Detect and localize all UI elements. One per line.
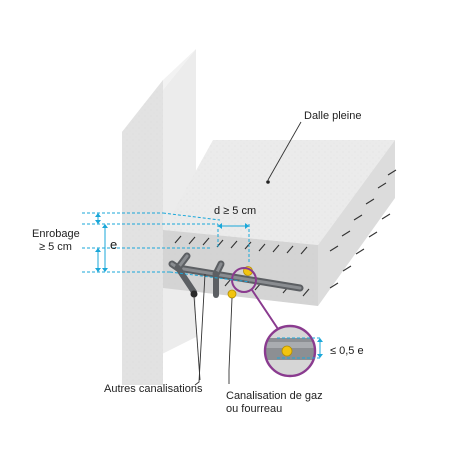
label-e: e: [110, 237, 117, 252]
label-gaz-1: Canalisation de gaz: [226, 390, 323, 402]
callout-detail: [263, 324, 317, 378]
label-enrobage-2: ≥ 5 cm: [39, 241, 72, 253]
rebar-hatch: [174, 235, 310, 297]
slab-pointer-dot: [266, 180, 270, 184]
label-distance: d ≥ 5 cm: [214, 205, 256, 217]
dimension-lines: [82, 212, 251, 283]
label-max-depth: ≤ 0,5 e: [330, 345, 364, 357]
callout-dimension: [277, 337, 323, 359]
callout-leader: [251, 289, 279, 330]
label-gaz-2: ou fourreau: [226, 403, 282, 415]
rebar-hatch-right: [329, 169, 397, 289]
label-dalle-pleine: Dalle pleine: [304, 110, 361, 122]
label-autres-canalisations: Autres canalisations: [104, 383, 203, 395]
label-enrobage-1: Enrobage: [32, 228, 80, 240]
label-leaders: [193, 121, 302, 386]
